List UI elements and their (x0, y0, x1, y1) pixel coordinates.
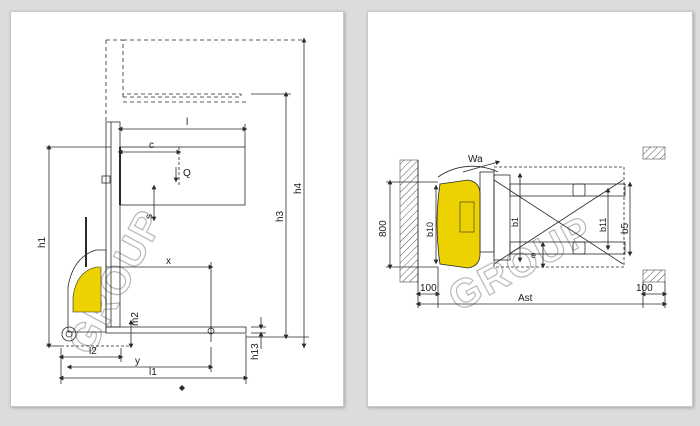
label-h3: h3 (275, 210, 286, 222)
label-m2: m2 (130, 312, 141, 326)
label-c: c (149, 140, 154, 151)
label-y: y (135, 356, 140, 367)
label-h1: h1 (37, 236, 48, 248)
top-view-panel: GROUP (367, 11, 693, 407)
turning-arc (437, 165, 499, 178)
label-b11: b11 (598, 218, 608, 232)
label-100-left: 100 (420, 283, 437, 294)
label-Wa: Wa (468, 154, 483, 165)
label-l1: l1 (149, 367, 157, 378)
yellow-cover (72, 266, 102, 313)
wall-bottom-right (642, 269, 666, 283)
label-Ast: Ast (518, 293, 533, 304)
truck-body (67, 249, 107, 333)
label-b5: b5 (620, 222, 631, 234)
label-h13: h13 (250, 343, 261, 360)
side-view-panel: GROUP (10, 11, 344, 407)
label-l: l (186, 117, 188, 128)
label-b1: b1 (510, 217, 520, 227)
wall-left (399, 159, 419, 283)
label-h4: h4 (293, 182, 304, 194)
fork (105, 326, 247, 334)
label-800: 800 (378, 220, 389, 237)
label-e: e (531, 250, 536, 260)
top-view-drawing: GROUP (378, 146, 668, 321)
side-view-drawing: GROUP (37, 37, 309, 391)
label-l2: l2 (89, 346, 97, 357)
label-b10: b10 (425, 222, 435, 237)
steer-wheel (61, 326, 77, 342)
fork-bottom (509, 241, 626, 255)
label-Q: Q (183, 168, 191, 179)
yellow-drive-unit (436, 179, 481, 269)
wall-top-right (642, 146, 666, 160)
label-s: s (144, 214, 155, 219)
label-x: x (166, 256, 171, 267)
label-100-right: 100 (636, 283, 653, 294)
